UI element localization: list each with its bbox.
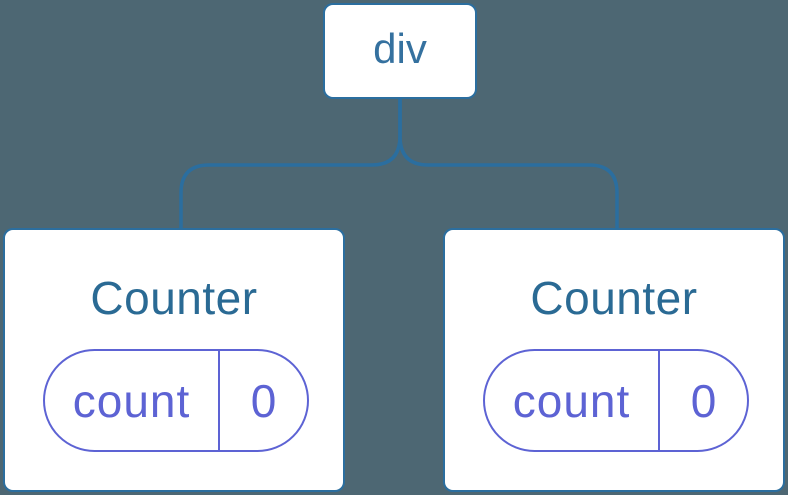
- component-name: Counter: [530, 272, 698, 324]
- root-node-label: div: [373, 25, 427, 72]
- connector-left-branch: [179, 98, 402, 229]
- connector-right-branch: [398, 98, 619, 229]
- state-key: count: [512, 374, 631, 427]
- state-value: 0: [658, 351, 747, 450]
- state-value: 0: [218, 351, 307, 450]
- component-node-1: Counter count 0: [3, 228, 345, 492]
- state-key: count: [72, 374, 191, 427]
- root-node: div: [323, 3, 477, 99]
- component-node-2: Counter count 0: [443, 228, 785, 492]
- state-badge: count 0: [483, 349, 749, 452]
- state-badge: count 0: [43, 349, 309, 452]
- component-name: Counter: [90, 272, 258, 324]
